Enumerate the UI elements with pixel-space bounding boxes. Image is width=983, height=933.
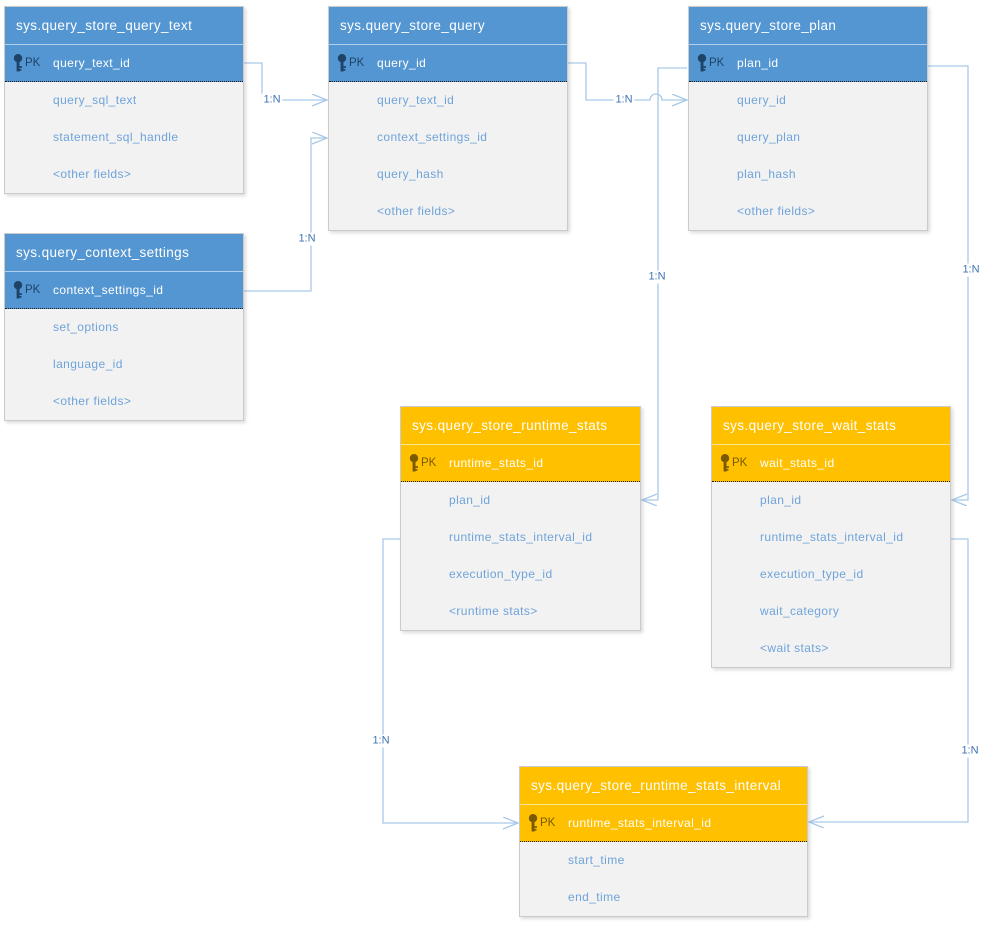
pk-field-name: plan_id (737, 56, 779, 70)
table-title: sys.query_store_query (329, 7, 567, 45)
field-row: <runtime stats> (449, 604, 538, 618)
table-title: sys.query_store_runtime_stats (401, 407, 640, 445)
connector-runtimestats-to-interval (382, 538, 518, 823)
table-query-store-query[interactable]: sys.query_store_query PK query_id query_… (328, 6, 568, 231)
table-query-context-settings[interactable]: sys.query_context_settings PK context_se… (4, 233, 244, 421)
pk-field-name: runtime_stats_interval_id (568, 816, 712, 830)
table-query-store-wait-stats[interactable]: sys.query_store_wait_stats PK wait_stats… (711, 406, 951, 668)
relationship-label: 1:N (370, 734, 392, 748)
field-row: query_id (737, 93, 787, 107)
table-query-store-plan[interactable]: sys.query_store_plan PK plan_id query_id… (688, 6, 928, 231)
connector-contextsettings-to-query (244, 138, 327, 292)
field-row: query_hash (377, 167, 444, 181)
primary-key-icon (13, 54, 24, 72)
field-row: start_time (568, 853, 625, 867)
field-row: set_options (53, 320, 119, 334)
field-row: <other fields> (737, 204, 816, 218)
pk-row: PK query_text_id (5, 45, 243, 82)
field-row: runtime_stats_interval_id (760, 530, 904, 544)
connector-waitstats-to-interval (809, 538, 969, 822)
field-row: language_id (53, 357, 123, 371)
field-row: query_text_id (377, 93, 455, 107)
field-row: plan_hash (737, 167, 796, 181)
connector-plan-to-runtimestats (642, 67, 687, 500)
pk-label: PK (421, 457, 437, 469)
relationship-label: 1:N (613, 93, 635, 107)
pk-row: PK context_settings_id (5, 272, 243, 309)
field-row: <other fields> (377, 204, 456, 218)
field-row: execution_type_id (760, 567, 864, 581)
table-query-store-query-text[interactable]: sys.query_store_query_text PK query_text… (4, 6, 244, 194)
relationship-label: 1:N (261, 93, 283, 107)
primary-key-icon (720, 454, 731, 472)
pk-row: PK runtime_stats_id (401, 445, 640, 482)
pk-label: PK (349, 57, 365, 69)
primary-key-icon (528, 814, 539, 832)
table-query-store-runtime-stats[interactable]: sys.query_store_runtime_stats PK runtime… (400, 406, 641, 631)
relationship-label: 1:N (960, 263, 982, 277)
field-row: query_sql_text (53, 93, 137, 107)
pk-field-name: runtime_stats_id (449, 456, 544, 470)
pk-field-name: query_text_id (53, 56, 131, 70)
field-row: <other fields> (53, 167, 132, 181)
table-query-store-runtime-stats-interval[interactable]: sys.query_store_runtime_stats_interval P… (519, 766, 808, 917)
field-row: end_time (568, 890, 621, 904)
table-title: sys.query_store_wait_stats (712, 407, 950, 445)
table-title: sys.query_store_runtime_stats_interval (520, 767, 807, 805)
pk-label: PK (25, 57, 41, 69)
relationship-label: 1:N (959, 744, 981, 758)
field-row: runtime_stats_interval_id (449, 530, 593, 544)
pk-row: PK query_id (329, 45, 567, 82)
pk-label: PK (709, 57, 725, 69)
relationship-label: 1:N (296, 232, 318, 246)
pk-label: PK (25, 284, 41, 296)
primary-key-icon (697, 54, 708, 72)
field-row: plan_id (449, 493, 491, 507)
connector-querytext-to-query (244, 62, 327, 100)
relationship-label: 1:N (646, 270, 668, 284)
pk-row: PK plan_id (689, 45, 927, 82)
pk-row: PK runtime_stats_interval_id (520, 805, 807, 842)
field-row: wait_category (760, 604, 840, 618)
field-row: <other fields> (53, 394, 132, 408)
table-title: sys.query_context_settings (5, 234, 243, 272)
field-row: statement_sql_handle (53, 130, 179, 144)
table-title: sys.query_store_query_text (5, 7, 243, 45)
pk-field-name: context_settings_id (53, 283, 164, 297)
primary-key-icon (13, 281, 24, 299)
pk-label: PK (732, 457, 748, 469)
primary-key-icon (337, 54, 348, 72)
field-row: <wait stats> (760, 641, 829, 655)
table-title: sys.query_store_plan (689, 7, 927, 45)
primary-key-icon (409, 454, 420, 472)
field-row: query_plan (737, 130, 801, 144)
pk-field-name: query_id (377, 56, 427, 70)
pk-row: PK wait_stats_id (712, 445, 950, 482)
pk-field-name: wait_stats_id (760, 456, 835, 470)
field-row: context_settings_id (377, 130, 488, 144)
field-row: plan_id (760, 493, 802, 507)
field-row: execution_type_id (449, 567, 553, 581)
pk-label: PK (540, 817, 556, 829)
connector-plan-to-waitstats (927, 65, 969, 500)
